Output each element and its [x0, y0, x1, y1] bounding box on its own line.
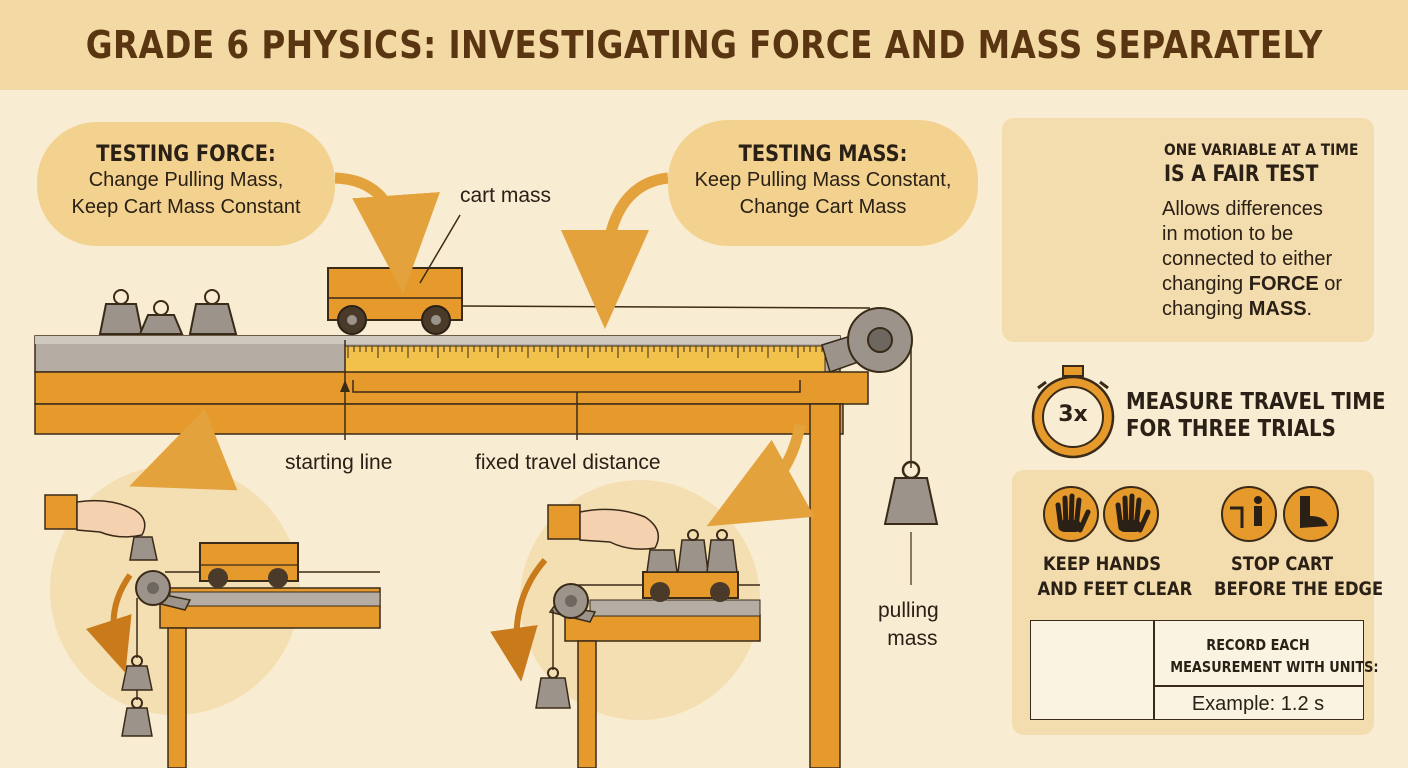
- pulling-mass-label: pulling mass: [878, 599, 939, 650]
- testing-force-bubble: TESTING FORCE: Change Pulling Mass, Keep…: [37, 122, 335, 246]
- mass-test-scene: [490, 504, 761, 768]
- record-example: Example: 1.2 s: [1191, 693, 1325, 715]
- trials-line1: MEASURE TRAVEL TIME: [1126, 389, 1386, 415]
- force-test-scene: [44, 494, 381, 768]
- testing-mass-line2: Change Cart Mass: [739, 196, 907, 218]
- keep-hands-label: KEEP HANDS AND FEET CLEAR: [1037, 553, 1193, 600]
- force-scene-arrow: [129, 408, 238, 491]
- starting-line-label: starting line: [285, 451, 393, 474]
- testing-mass-line1: Keep Pulling Mass Constant,: [694, 169, 952, 191]
- spare-weights: [98, 289, 238, 335]
- fixed-distance-label: fixed travel distance: [475, 451, 661, 474]
- record-instructions: RECORD EACH MEASUREMENT WITH UNITS:: [1170, 636, 1379, 676]
- trials-badge: 3x: [1058, 402, 1088, 427]
- cart-mass-label: cart mass: [460, 184, 552, 207]
- testing-force-line1: Change Pulling Mass,: [88, 169, 284, 191]
- trials-line2: FOR THREE TRIALS: [1126, 416, 1336, 442]
- stop-edge-icon: [1221, 486, 1277, 542]
- stop-cart-label: STOP CART BEFORE THE EDGE: [1214, 553, 1384, 600]
- mass-arrow: [561, 172, 669, 329]
- pulling-mass-weight: [883, 460, 939, 525]
- fair-test-body: Allows differences in motion to be conne…: [1162, 198, 1343, 320]
- record-divider-h: [1153, 685, 1363, 687]
- record-divider: [1153, 620, 1155, 720]
- record-box: [1030, 620, 1364, 720]
- foot-icon: [1283, 486, 1339, 542]
- testing-force-line2: Keep Cart Mass Constant: [71, 196, 301, 218]
- fair-test-line2: IS A FAIR TEST: [1164, 162, 1319, 187]
- testing-force-heading: TESTING FORCE:: [96, 142, 276, 167]
- cart: [327, 267, 463, 335]
- fair-test-line1: ONE VARIABLE AT A TIME: [1164, 140, 1359, 159]
- mass-scene-arrow: [706, 423, 815, 527]
- fair-test-panel: ONE VARIABLE AT A TIME IS A FAIR TEST Al…: [1002, 118, 1374, 342]
- stopwatch-icon: [1031, 365, 1115, 459]
- force-arrow: [334, 172, 440, 294]
- testing-mass-heading: TESTING MASS:: [738, 142, 908, 167]
- title-banner: GRADE 6 PHYSICS: INVESTIGATING FORCE AND…: [0, 0, 1408, 90]
- testing-mass-bubble: TESTING MASS: Keep Pulling Mass Constant…: [668, 120, 978, 246]
- page-title: GRADE 6 PHYSICS: INVESTIGATING FORCE AND…: [85, 23, 1323, 67]
